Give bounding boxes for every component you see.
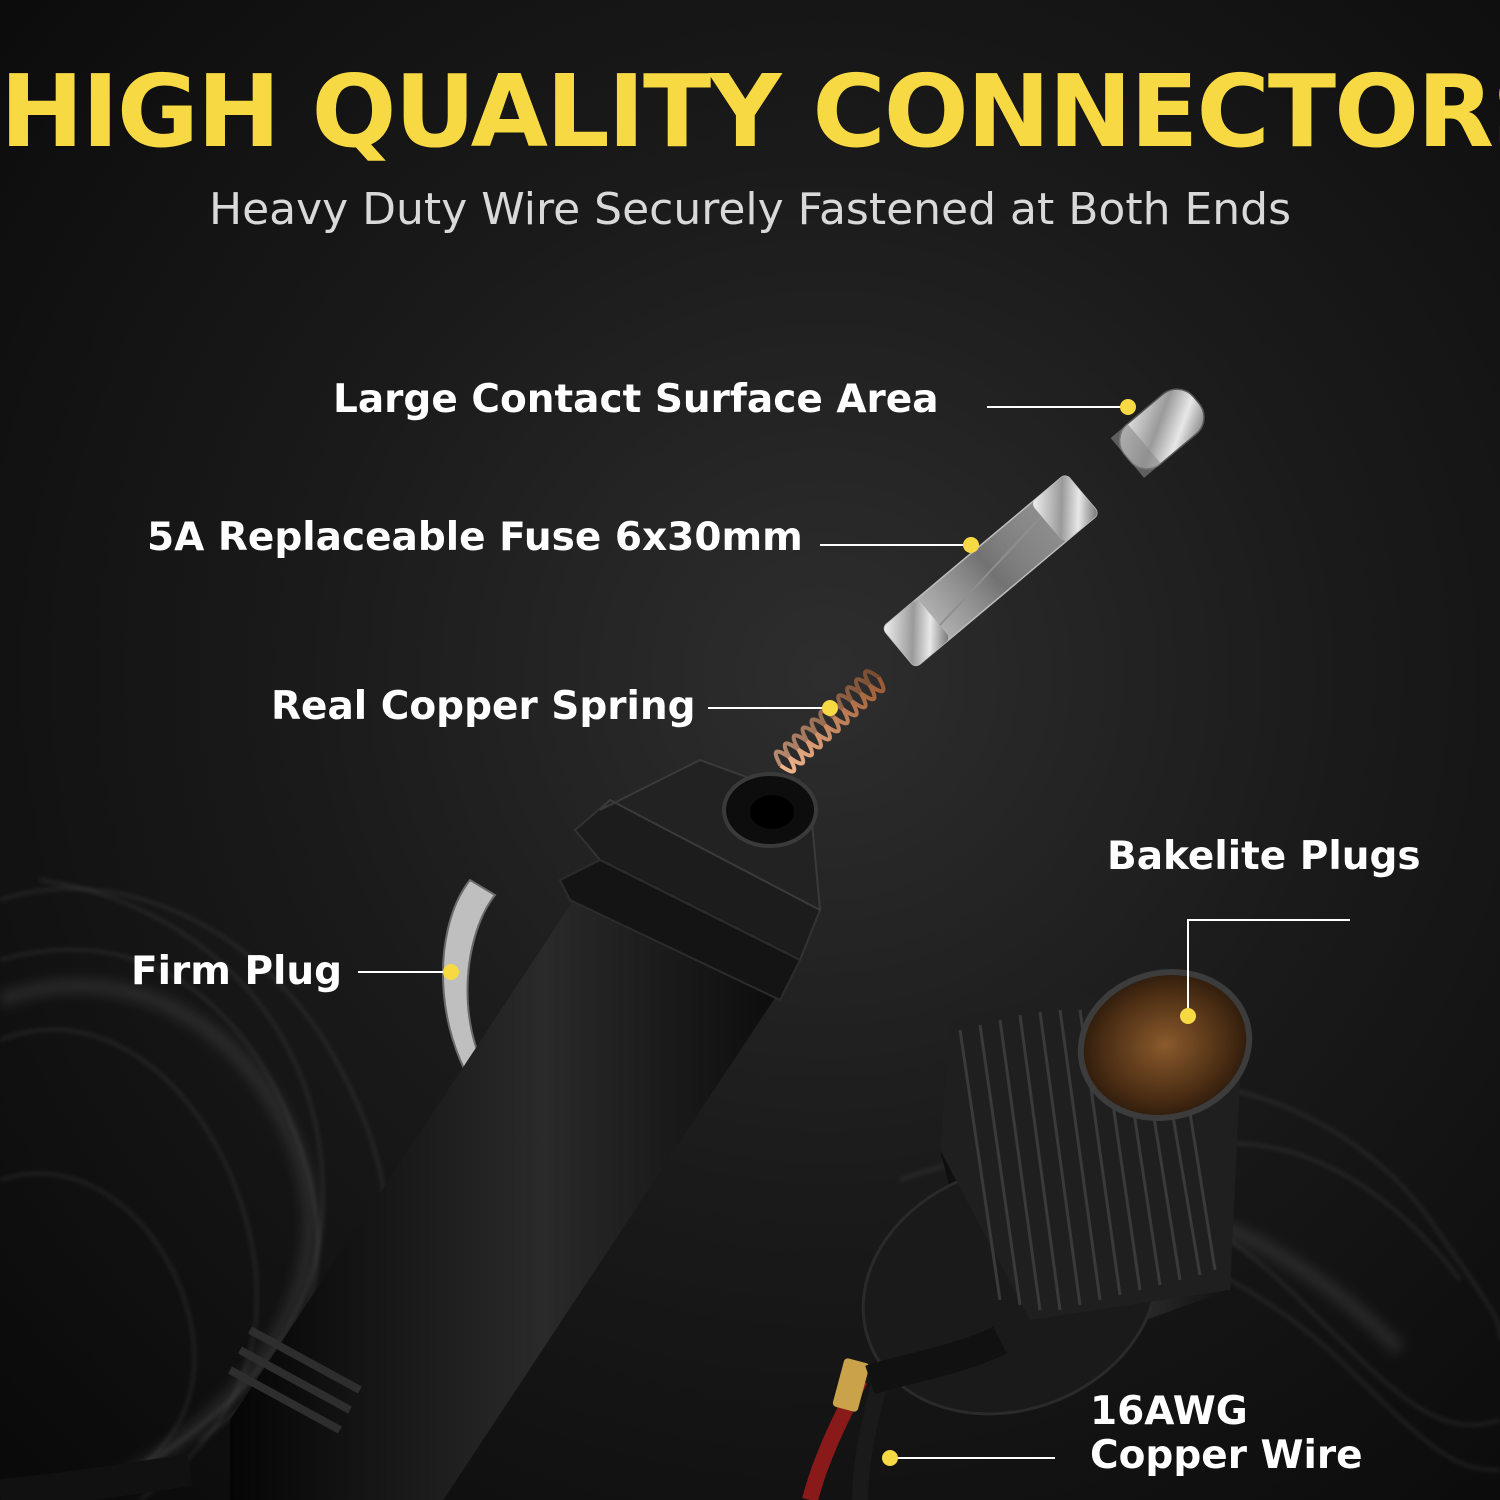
headline: HIGH QUALITY CONNECTORS (0, 53, 1500, 170)
dot-fuse (963, 537, 979, 553)
dot-contact (1120, 399, 1136, 415)
dot-firm-plug (443, 964, 459, 980)
female-socket (802, 969, 1253, 1500)
dot-bakelite (1180, 1008, 1196, 1024)
dot-wire (882, 1450, 898, 1466)
callout-copper-wire-line2: Copper Wire (1090, 1433, 1363, 1478)
callout-fuse: 5A Replaceable Fuse 6x30mm (147, 515, 803, 560)
callout-firm-plug: Firm Plug (131, 949, 343, 994)
dot-spring (822, 700, 838, 716)
callout-contact-surface: Large Contact Surface Area (333, 377, 939, 422)
cigarette-plug (0, 758, 822, 1500)
callout-copper-wire-line1: 16AWG (1090, 1389, 1248, 1434)
callout-copper-spring: Real Copper Spring (271, 684, 696, 729)
fuse (883, 475, 1098, 667)
callout-copper-wire: 16AWG Copper Wire (1090, 1390, 1363, 1478)
subheadline: Heavy Duty Wire Securely Fastened at Bot… (208, 184, 1292, 235)
leader-bakelite (1187, 919, 1350, 1010)
callout-bakelite-plugs: Bakelite Plugs (1107, 834, 1421, 879)
contact-tip (1110, 388, 1205, 478)
copper-spring (773, 669, 886, 774)
